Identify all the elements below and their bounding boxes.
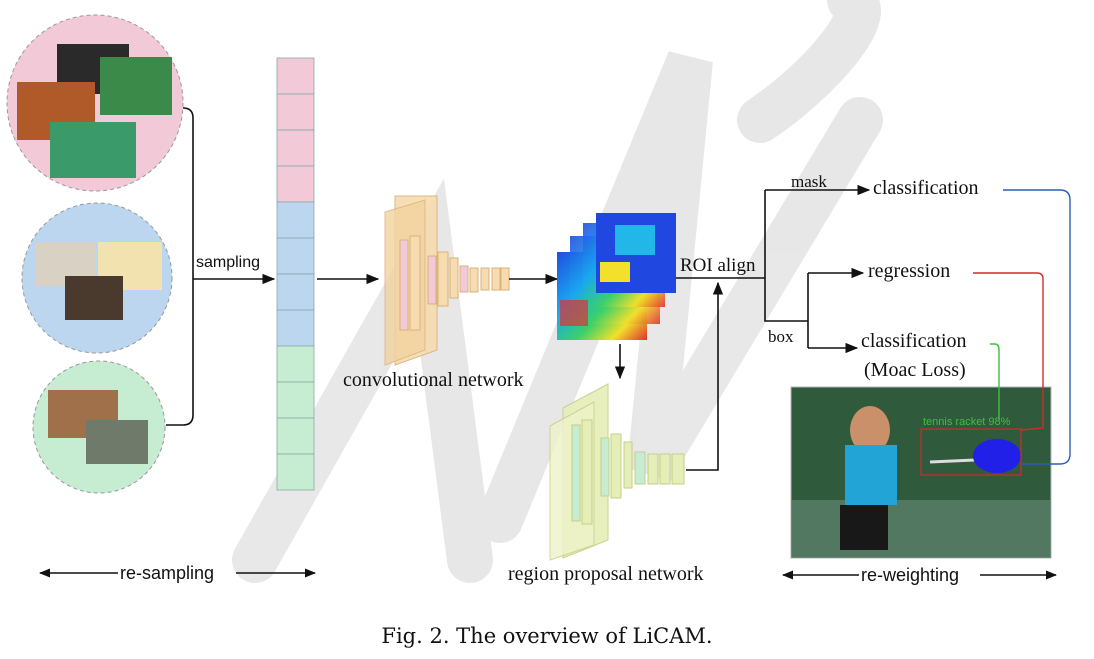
output-photo: [790, 386, 1052, 559]
sampling-label: sampling: [196, 254, 261, 271]
image-cluster-blue: [21, 202, 173, 354]
roi-align-label: ROI align: [680, 255, 756, 276]
batch-cell: [276, 273, 315, 311]
batch-cell: [276, 381, 315, 419]
mask-classification-label: classification: [873, 177, 979, 199]
regression-label: regression: [868, 260, 951, 282]
batch-cell: [276, 129, 315, 167]
batch-cell: [276, 57, 315, 95]
batch-cell: [276, 417, 315, 455]
racket-mask: [973, 439, 1021, 473]
conv-network-label: convolutional network: [343, 369, 524, 391]
batch-cell: [276, 201, 315, 239]
head-branches: [676, 184, 871, 354]
conv-network: [384, 195, 510, 366]
figure-caption: Fig. 2. The overview of LiCAM.: [381, 624, 713, 648]
mask-label: mask: [791, 172, 827, 191]
batch-cell: [276, 165, 315, 203]
connector-red: [973, 272, 1044, 431]
moac-loss-label: (Moac Loss): [864, 359, 966, 381]
box-label: box: [768, 327, 794, 346]
batch-cell: [276, 237, 315, 275]
image-cluster-green: [32, 360, 166, 494]
rpn-label: region proposal network: [508, 563, 704, 585]
connector-blue: [1003, 189, 1071, 465]
detection-box-red: [920, 428, 1022, 476]
feature-maps: [557, 213, 676, 340]
re-weighting-label: re-weighting: [861, 565, 960, 585]
batch-cell: [276, 309, 315, 347]
batch-cell: [276, 345, 315, 383]
detection-label: tennis racket 98%: [923, 416, 1011, 428]
cluster-bracket: [166, 107, 194, 426]
arrow-rpn-to-roi: [686, 281, 724, 471]
batch-cell: [276, 453, 315, 491]
image-cluster-pink: [6, 14, 184, 192]
connector-green: [990, 343, 1000, 420]
batch-cell: [276, 93, 315, 131]
box-classification-label: classification: [861, 330, 967, 352]
region-proposal-network: [549, 383, 685, 561]
sampled-batch-column: [276, 57, 315, 491]
re-sampling-label: re-sampling: [120, 563, 215, 583]
